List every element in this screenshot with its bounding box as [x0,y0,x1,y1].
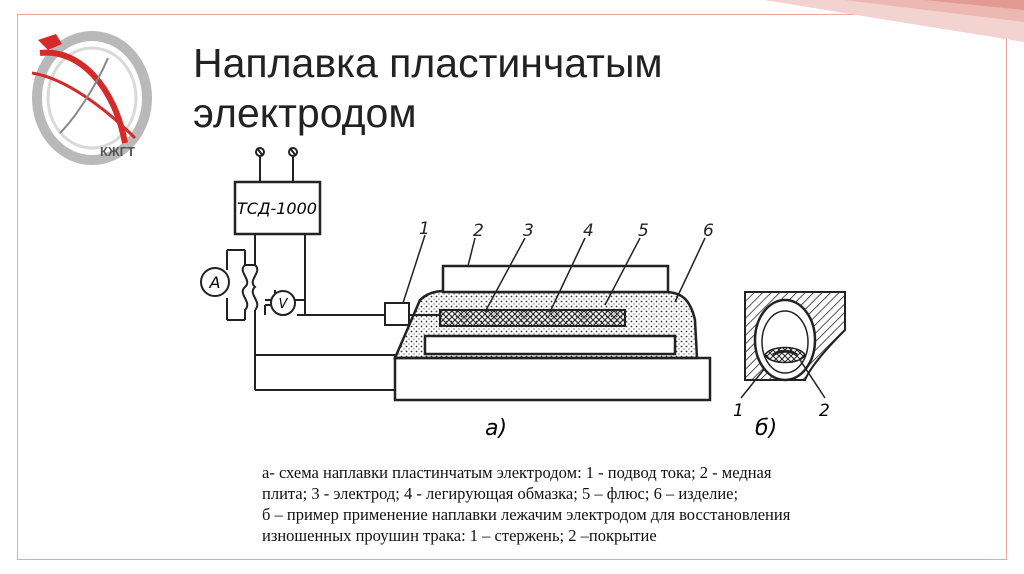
figure-b-number-2: 2 [819,401,830,421]
slide-frame [17,14,1007,560]
callout-lines [402,234,706,313]
figure-caption: а- схема наплавки пластинчатым электродо… [262,462,982,546]
caption-line-1: а- схема наплавки пластинчатым электродо… [262,463,772,482]
logo-abbr: КЖГТ [100,144,135,159]
part-number-4: 4 [583,221,594,241]
transformer-label: ТСД-1000 [237,199,317,218]
title-line-1: Наплавка пластинчатым [193,40,663,86]
workpiece-base [393,356,712,402]
supply-terminals [255,147,298,182]
transformer-box [233,180,322,236]
electrode-layer [439,309,626,327]
current-lead [384,302,410,326]
voltmeter [270,290,296,316]
corner-stripes [764,0,1024,42]
title-line-2: электродом [193,90,417,136]
circuit-wires [226,234,417,391]
part-number-6: 6 [703,221,714,241]
slide-title: Наплавка пластинчатым электродом [193,38,663,138]
figure-b-number-1: 1 [733,401,744,421]
part-number-1: 1 [419,219,430,239]
ammeter [200,267,230,297]
voltmeter-label: V [279,297,289,312]
figure-a-label: а) [485,416,507,441]
college-logo: КЖГТ [31,31,152,165]
part-number-5: 5 [638,221,649,241]
caption-line-4: изношенных проушин трака: 1 – стержень; … [262,526,657,545]
track-eye-section [744,291,846,382]
caption-line-2: плита; 3 - электрод; 4 - легирующая обма… [262,484,739,503]
part-number-2: 2 [473,221,484,241]
welding-diagram: ТСД-1000 A V [200,147,846,441]
figure-b-label: б) [755,416,777,441]
copper-plate [441,264,670,294]
part-number-3: 3 [523,221,534,241]
ammeter-label: A [209,273,221,292]
workpiece-plate [423,334,677,356]
caption-line-3: б – пример применение наплавки лежачим э… [262,505,791,524]
